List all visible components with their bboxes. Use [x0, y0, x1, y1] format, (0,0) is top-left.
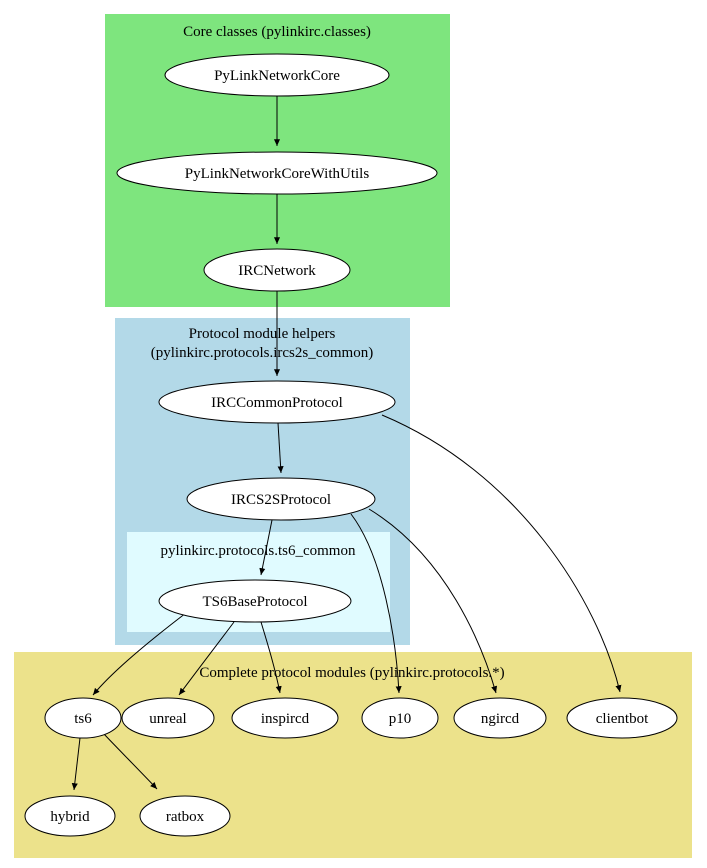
node-ratbox: ratbox	[139, 795, 231, 837]
node-unreal-label: unreal	[149, 711, 186, 727]
node-p10-label: p10	[389, 711, 412, 727]
node-pylinknetworkcorewithutils: PyLinkNetworkCoreWithUtils	[116, 151, 438, 195]
edge-ts6baseprotocol-to-inspircd	[260, 621, 282, 694]
node-irccommonprotocol: IRCCommonProtocol	[158, 380, 396, 424]
node-p10: p10	[361, 697, 439, 739]
edge-ircs2sprotocol-to-p10	[350, 513, 402, 694]
cluster-helpers-title-line2: (pylinkirc.protocols.ircs2s_common)	[151, 345, 373, 361]
node-unreal: unreal	[121, 697, 215, 739]
node-ts6-label: ts6	[74, 711, 92, 727]
edge-ts6-to-hybrid	[71, 737, 81, 791]
node-ircnetwork-label: IRCNetwork	[238, 263, 316, 279]
cluster-complete-title: Complete protocol modules (pylinkirc.pro…	[199, 665, 504, 681]
cluster-core-title: Core classes (pylinkirc.classes)	[183, 24, 371, 40]
edge-ts6baseprotocol-to-unreal	[178, 621, 235, 696]
node-pylinknetworkcore: PyLinkNetworkCore	[164, 53, 390, 97]
node-ircs2sprotocol: IRCS2SProtocol	[186, 477, 376, 521]
node-clientbot-label: clientbot	[596, 711, 649, 727]
node-pylinknetworkcore-label: PyLinkNetworkCore	[214, 68, 340, 84]
node-pylinknetworkcorewithutils-label: PyLinkNetworkCoreWithUtils	[185, 166, 370, 182]
node-ircs2sprotocol-label: IRCS2SProtocol	[231, 492, 331, 508]
node-inspircd-label: inspircd	[261, 711, 310, 727]
edge-irccommonprotocol-to-clientbot	[381, 414, 622, 693]
node-irccommonprotocol-label: IRCCommonProtocol	[211, 395, 343, 411]
edge-ts6-to-ratbox	[102, 732, 158, 790]
edge-ts6baseprotocol-to-ts6	[92, 612, 187, 696]
node-hybrid: hybrid	[24, 795, 116, 837]
edge-ircs2sprotocol-to-ts6baseprotocol	[259, 519, 273, 576]
cluster-complete-protocols	[14, 652, 692, 858]
node-ratbox-label: ratbox	[166, 809, 205, 825]
node-ts6baseprotocol: TS6BaseProtocol	[158, 579, 352, 623]
cluster-ts6common-title: pylinkirc.protocols.ts6_common	[161, 543, 356, 559]
node-ts6: ts6	[44, 697, 122, 739]
node-hybrid-label: hybrid	[50, 809, 90, 825]
node-ircnetwork: IRCNetwork	[203, 248, 351, 292]
edge-irccommonprotocol-to-ircs2sprotocol	[277, 422, 284, 474]
cluster-helpers-title-line1: Protocol module helpers	[189, 326, 336, 342]
node-ts6baseprotocol-label: TS6BaseProtocol	[203, 594, 308, 610]
node-clientbot: clientbot	[566, 697, 678, 739]
node-ngircd-label: ngircd	[481, 711, 520, 727]
node-ngircd: ngircd	[453, 697, 547, 739]
node-inspircd: inspircd	[231, 697, 339, 739]
edge-ircs2sprotocol-to-ngircd	[368, 508, 498, 694]
